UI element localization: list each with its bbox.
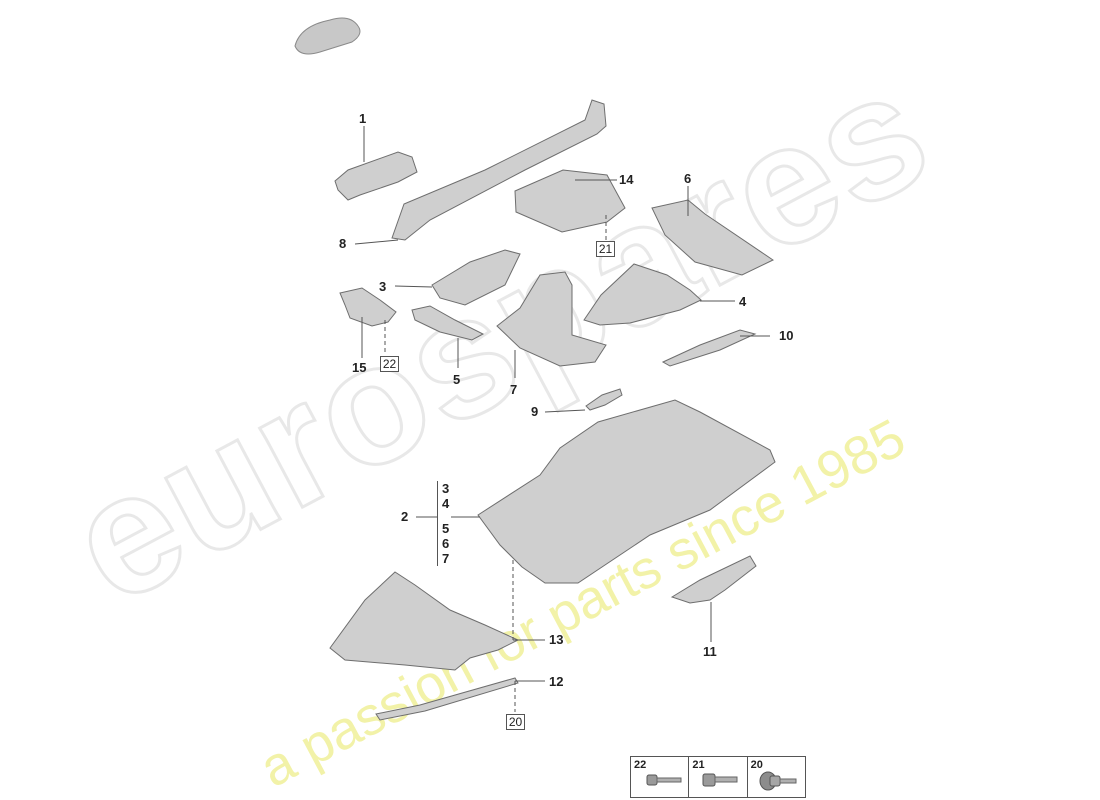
legend-number: 22 bbox=[634, 759, 647, 771]
callout-14: 14 bbox=[619, 172, 634, 187]
callout-5: 5 bbox=[453, 372, 461, 387]
legend-cell-22: 22 bbox=[631, 757, 690, 797]
callout-group-2: 3 4 5 6 7 bbox=[437, 481, 456, 566]
part-4[interactable] bbox=[583, 263, 702, 326]
part-2[interactable] bbox=[477, 399, 776, 584]
bolt-icon bbox=[646, 774, 682, 786]
callout-2: 2 bbox=[401, 509, 409, 524]
callout-9: 9 bbox=[531, 404, 539, 419]
part-7[interactable] bbox=[496, 271, 607, 367]
legend-number: 20 bbox=[750, 759, 763, 771]
part-13[interactable] bbox=[329, 571, 520, 671]
part-11[interactable] bbox=[670, 555, 757, 604]
callout-6: 6 bbox=[684, 171, 692, 186]
ref-22: 22 bbox=[380, 356, 399, 372]
callout-11: 11 bbox=[703, 644, 717, 659]
part-5[interactable] bbox=[411, 305, 485, 341]
legend-cell-20: 20 bbox=[748, 757, 805, 797]
part-10[interactable] bbox=[661, 329, 757, 367]
part-6[interactable] bbox=[651, 199, 774, 276]
group-item: 4 bbox=[442, 496, 450, 511]
callout-7: 7 bbox=[510, 382, 518, 397]
group-item: 3 bbox=[442, 481, 450, 496]
ref-20: 20 bbox=[506, 714, 525, 730]
group-item: 6 bbox=[442, 536, 450, 551]
callout-12: 12 bbox=[549, 674, 564, 689]
callout-10: 10 bbox=[779, 328, 794, 343]
bolt-with-washer-icon bbox=[759, 771, 797, 791]
part-9[interactable] bbox=[585, 388, 623, 411]
callout-4: 4 bbox=[739, 294, 747, 309]
part-12[interactable] bbox=[375, 677, 519, 721]
callout-3: 3 bbox=[379, 279, 387, 294]
callout-8: 8 bbox=[339, 236, 347, 251]
legend-number: 21 bbox=[692, 759, 705, 771]
bolt-icon bbox=[702, 773, 738, 787]
callout-15: 15 bbox=[352, 360, 367, 375]
callout-1: 1 bbox=[359, 111, 367, 126]
group-item: 5 bbox=[442, 521, 450, 536]
part-3[interactable] bbox=[431, 249, 521, 306]
legend-cell-21: 21 bbox=[689, 757, 748, 797]
part-15[interactable] bbox=[339, 287, 397, 327]
callout-13: 13 bbox=[549, 632, 564, 647]
part-1[interactable] bbox=[334, 151, 418, 201]
fastener-legend: 22 21 20 bbox=[630, 756, 806, 798]
car-icon bbox=[294, 17, 361, 55]
group-item: 7 bbox=[442, 551, 450, 566]
ref-21: 21 bbox=[596, 241, 615, 257]
part-8[interactable] bbox=[391, 99, 607, 241]
part-14[interactable] bbox=[514, 169, 626, 233]
